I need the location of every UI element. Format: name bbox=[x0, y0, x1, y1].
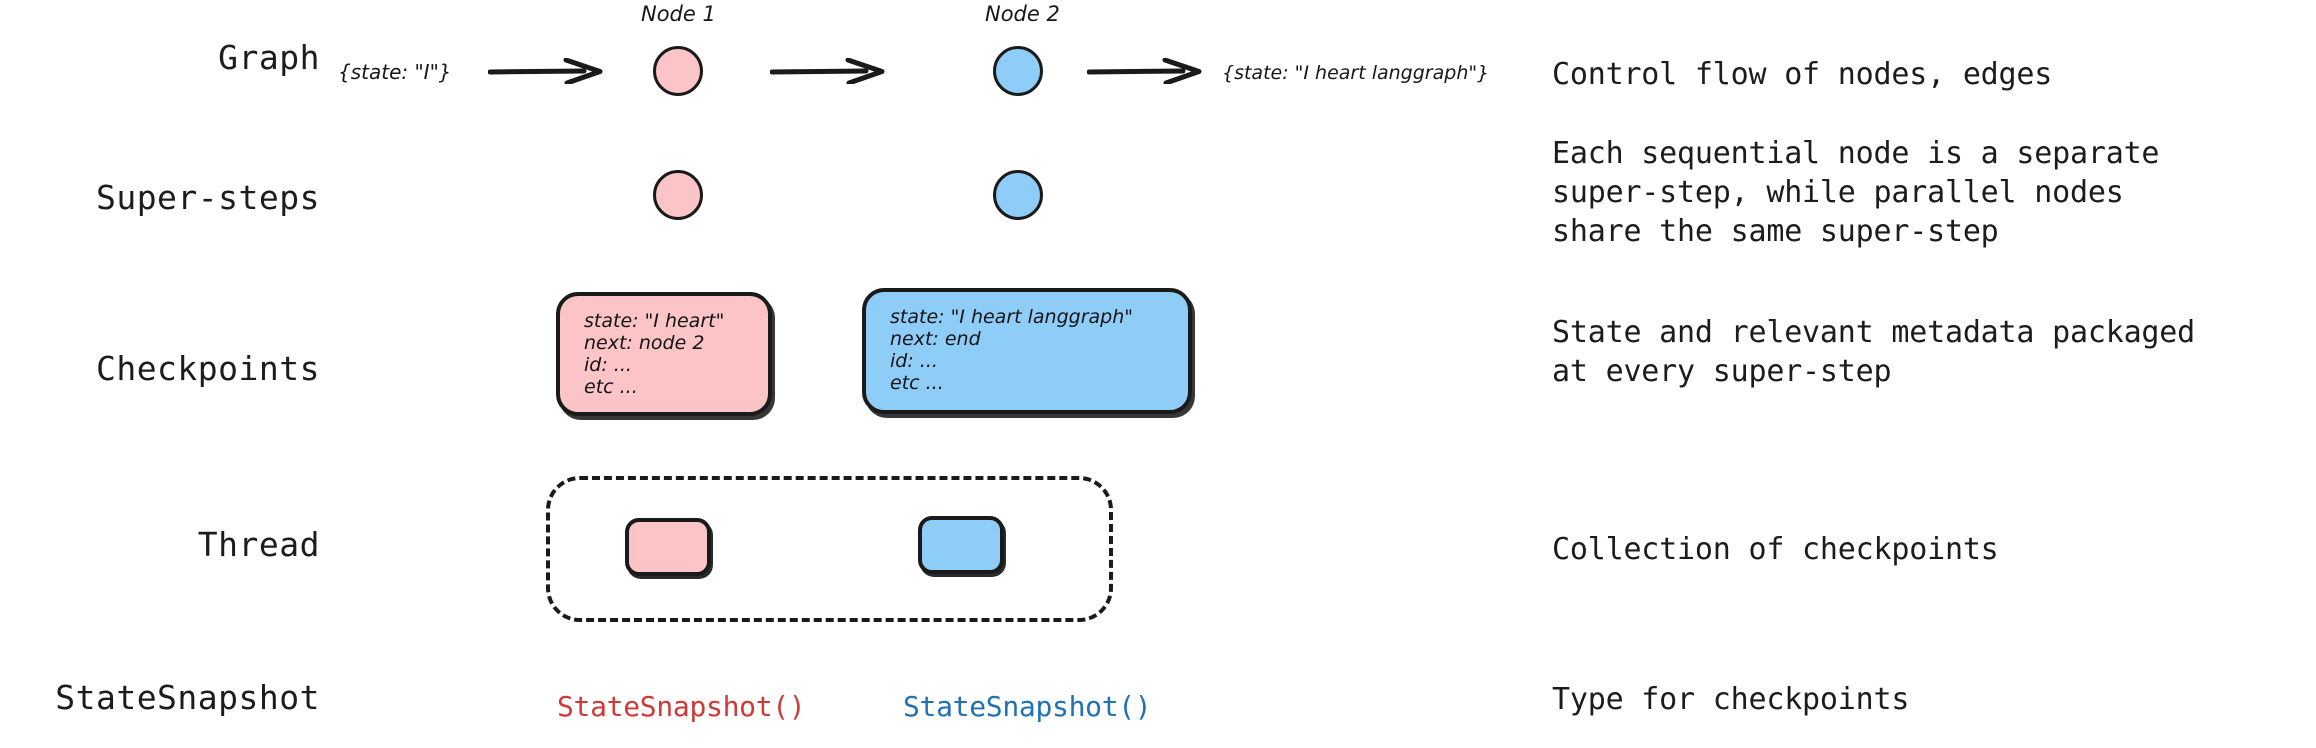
arrow-right-icon-2 bbox=[770, 58, 885, 84]
node-1-title: Node 1 bbox=[641, 2, 716, 26]
row-label-checkpoints: Checkpoints bbox=[95, 349, 320, 388]
thread-checkpoint-chip-1[interactable] bbox=[625, 518, 711, 576]
description-state-snapshot: Type for checkpoints bbox=[1552, 682, 1910, 717]
thread-container[interactable] bbox=[546, 476, 1113, 622]
arrow-right-icon-1 bbox=[488, 58, 603, 84]
row-label-graph: Graph bbox=[218, 38, 320, 77]
description-checkpoints: State and relevant metadata packaged at … bbox=[1552, 315, 2196, 389]
state-snapshot-label-2: StateSnapshot() bbox=[903, 690, 1152, 723]
description-graph: Control flow of nodes, edges bbox=[1552, 57, 2053, 92]
graph-node-1-circle[interactable] bbox=[653, 46, 703, 96]
row-label-state-snapshot: StateSnapshot bbox=[55, 678, 320, 717]
checkpoint-box-2[interactable]: state: "I heart langgraph" next: end id:… bbox=[862, 288, 1192, 414]
graph-output-state-label: {state: "I heart langgraph"} bbox=[1222, 62, 1490, 84]
node-2-title: Node 2 bbox=[985, 2, 1060, 26]
arrow-right-icon-3 bbox=[1087, 58, 1202, 84]
row-label-thread: Thread bbox=[197, 525, 320, 564]
row-label-super-steps: Super-steps bbox=[95, 178, 320, 217]
graph-node-2-circle[interactable] bbox=[993, 46, 1043, 96]
superstep-node-1-circle[interactable] bbox=[653, 170, 703, 220]
checkpoint-box-1[interactable]: state: "I heart" next: node 2 id: ... et… bbox=[556, 292, 772, 416]
description-thread: Collection of checkpoints bbox=[1552, 532, 1999, 567]
state-snapshot-label-1: StateSnapshot() bbox=[557, 690, 806, 723]
description-super-steps: Each sequential node is a separate super… bbox=[1552, 136, 2160, 249]
graph-input-state-label: {state: "I"} bbox=[338, 60, 452, 84]
superstep-node-2-circle[interactable] bbox=[993, 170, 1043, 220]
thread-checkpoint-chip-2[interactable] bbox=[918, 516, 1004, 574]
